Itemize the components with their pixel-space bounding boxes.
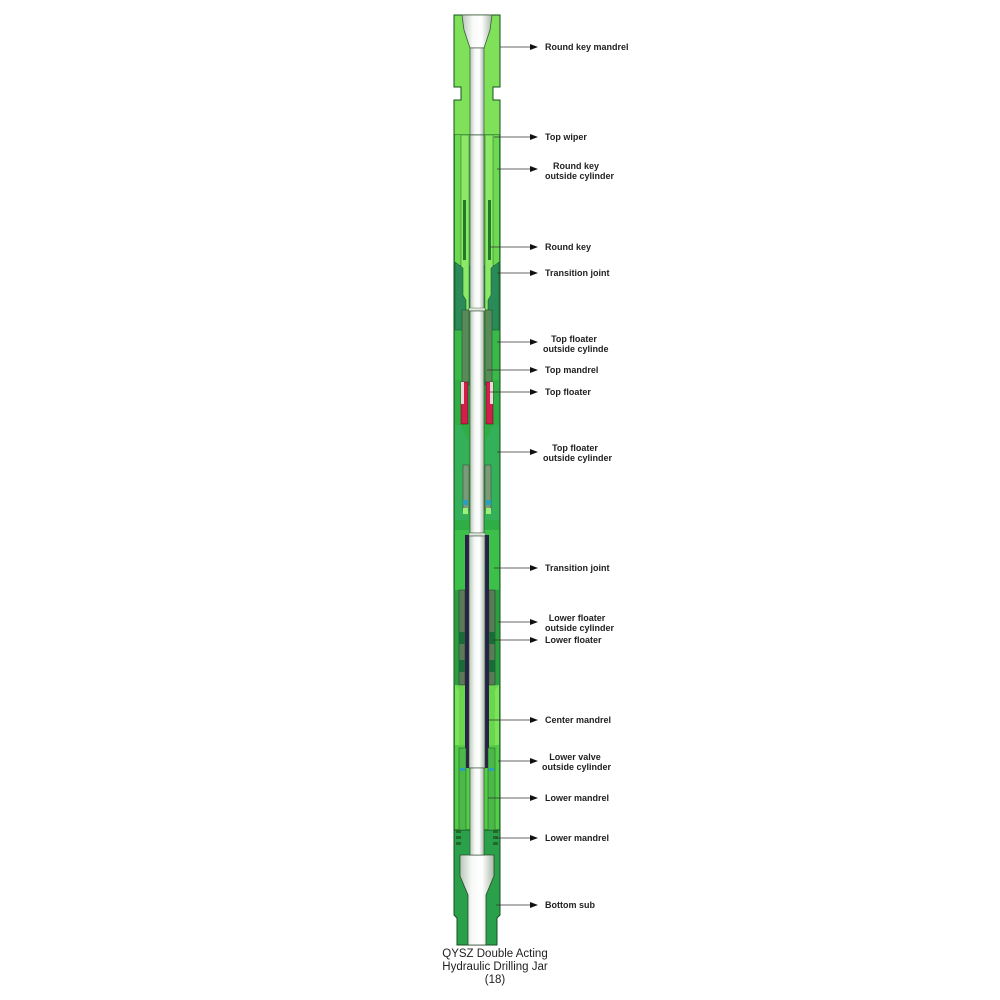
label-lower-floater: Lower floater: [545, 635, 602, 645]
label-round-key-outside-cylinder: Round key outside cylinder: [545, 161, 615, 181]
label-line: outside cylinder: [545, 623, 615, 633]
label-top-mandrel: Top mandrel: [545, 365, 599, 375]
central-bore: [468, 134, 486, 856]
caption-line-2: Hydraulic Drilling Jar: [442, 961, 548, 973]
label-lower-mandrel-1: Lower mandrel: [545, 793, 610, 803]
label-top-wiper: Top wiper: [545, 132, 587, 142]
label-line: Top floater: [551, 334, 597, 344]
caption-line-3: (18): [484, 974, 506, 986]
label-lower-valve-outside-cylinder: Lower valve outside cylinder: [542, 752, 612, 772]
label-line: Top floater: [552, 443, 598, 453]
label-top-floater: Top floater: [545, 387, 591, 397]
caption-line-1: QYSZ Double Acting: [442, 948, 548, 960]
round-key-mandrel-part: [453, 14, 501, 141]
label-round-key: Round key: [545, 242, 592, 252]
label-line: Round key: [552, 161, 599, 171]
diagram-caption: QYSZ Double Acting Hydraulic Drilling Ja…: [390, 948, 600, 987]
label-line: Lower valve: [549, 752, 601, 762]
leader-lines: [487, 44, 538, 908]
bottom-sub-part: [453, 829, 501, 946]
label-center-mandrel: Center mandrel: [545, 715, 612, 725]
label-line: outside cylinde: [543, 344, 609, 354]
label-line: outside cylinder: [543, 453, 613, 463]
label-line: outside cylinder: [542, 762, 612, 772]
label-lower-mandrel-2: Lower mandrel: [545, 833, 610, 843]
label-top-floater-outside-cylinder: Top floater outside cylinder: [543, 443, 613, 463]
label-lower-floater-outside-cylinder: Lower floater outside cylinder: [545, 613, 615, 633]
inner-components: [454, 134, 500, 845]
label-line: outside cylinder: [545, 171, 615, 181]
label-line: Lower floater: [548, 613, 606, 623]
label-round-key-mandrel: Round key mandrel: [545, 42, 629, 52]
label-transition-joint-1: Transition joint: [545, 268, 610, 278]
label-transition-joint-2: Transition joint: [545, 563, 610, 573]
label-bottom-sub: Bottom sub: [545, 900, 595, 910]
label-top-floater-outside-cylinde: Top floater outside cylinde: [543, 334, 609, 354]
